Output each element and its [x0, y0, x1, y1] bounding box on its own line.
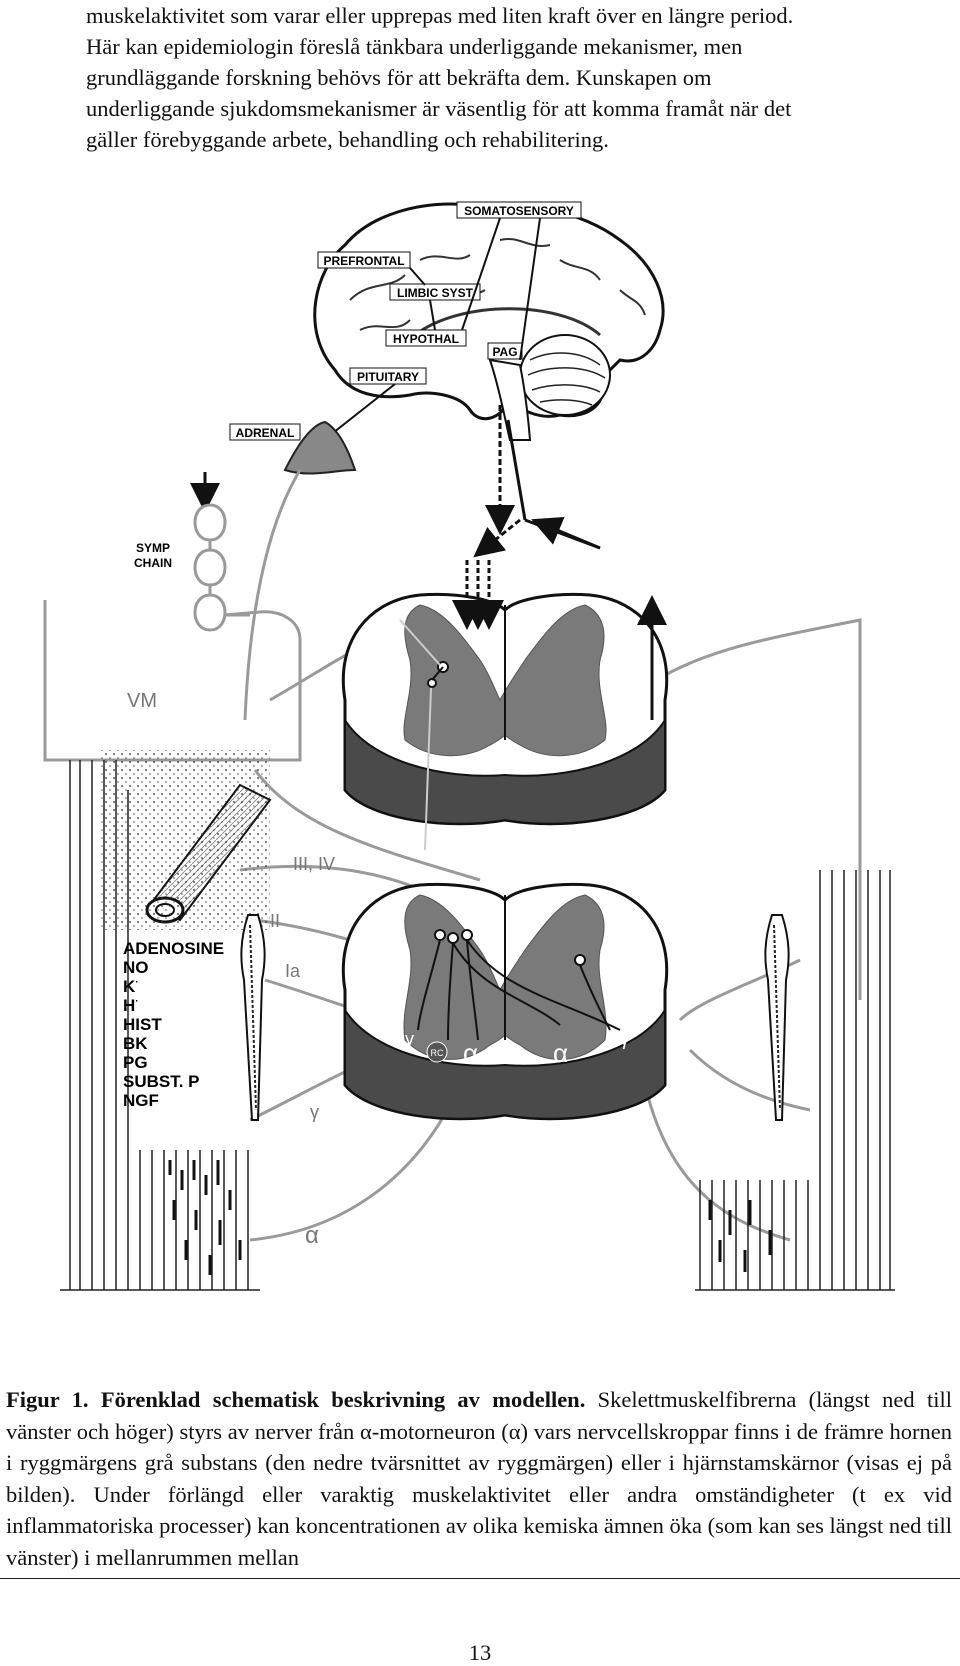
label-ia: Ia: [285, 961, 301, 981]
substance-label: NO: [123, 958, 149, 977]
caption-line: andra omständigheter (t ex vid inflammat…: [6, 1481, 953, 1539]
label-alpha-left: α: [463, 1038, 478, 1068]
label-vm: VM: [127, 690, 157, 712]
cerebellum: [519, 334, 611, 416]
substance-label: K·: [123, 977, 139, 996]
intro-line: gäller förebyggande arbete, behandling o…: [86, 127, 609, 152]
intro-line: grundläggande forskning behövs för att b…: [86, 65, 712, 90]
muscle-fibres-right: [695, 870, 895, 1291]
label-pag: PAG: [492, 345, 517, 359]
muscle-spindle-right: [764, 914, 790, 1121]
label-iii-iv: III, IV: [293, 854, 335, 874]
label-gamma-nerve: γ: [310, 1102, 319, 1122]
brain-illustration: [313, 202, 665, 441]
caption-line: hjärnstamskärnor (visas ej på bilden). U…: [6, 1450, 952, 1507]
caption-line: främre hornen i ryggmärgens grå substans…: [6, 1418, 953, 1476]
muscle-fibres-left: [60, 760, 260, 1291]
substance-label: NGF: [123, 1091, 159, 1110]
blood-vessel: [100, 750, 272, 930]
substance-label: BK: [123, 1034, 148, 1053]
muscle-spindle-left: [240, 914, 266, 1121]
label-gamma-right: γ: [620, 1029, 629, 1049]
substance-label: SUBST. P: [123, 1072, 200, 1091]
caption-line: kemiska ämnen öka (som kan ses längst ne…: [6, 1513, 952, 1570]
figure-caption: Figur 1. Förenklad schematisk beskrivnin…: [6, 1384, 952, 1573]
caption-line: Skelettmuskelfibrerna (längst ned: [585, 1387, 915, 1412]
label-alpha-right: α: [553, 1038, 568, 1068]
intro-line: Här kan epidemiologin föreslå tänkbara u…: [86, 34, 743, 59]
label-adrenal: ADRENAL: [236, 426, 295, 440]
substances-list: ADENOSINE NO K· H· HIST BK PG SUBST. P N…: [123, 939, 224, 1110]
substance-label: PG: [123, 1053, 148, 1072]
substance-label: ADENOSINE: [123, 939, 224, 958]
intro-paragraph: muskelaktivitet som varar eller upprepas…: [86, 0, 952, 155]
caption-line: till vänster och höger) styrs av nerver …: [6, 1387, 952, 1444]
label-hypothal: HYPOTHAL: [393, 332, 459, 346]
model-diagram: SOMATOSENSORY PREFRONTAL LIMBIC SYST HYP…: [43, 201, 895, 1291]
label-symp-chain: CHAIN: [134, 556, 172, 570]
label-somatosensory: SOMATOSENSORY: [464, 204, 574, 218]
caption-title: Figur 1. Förenklad schematisk beskrivnin…: [6, 1387, 586, 1412]
label-alpha-nerve: α: [305, 1222, 319, 1249]
label-ii: II: [270, 911, 280, 931]
model-figure: SOMATOSENSORY PREFRONTAL LIMBIC SYST HYP…: [0, 175, 960, 1365]
label-rc: RC: [431, 1048, 444, 1058]
intro-line: muskelaktivitet som varar eller upprepas…: [86, 3, 794, 28]
sympathetic-chain: SYMP CHAIN: [130, 472, 227, 632]
intro-line: underliggande sjukdomsmekanismer är väse…: [86, 96, 792, 121]
label-limbic: LIMBIC SYST: [397, 286, 474, 300]
spinal-cord-lower: γ α α γ RC: [341, 882, 669, 1121]
page-number: 13: [468, 1640, 492, 1665]
adrenal-gland: [283, 420, 357, 475]
label-pituitary: PITUITARY: [357, 370, 419, 384]
label-symp-chain: SYMP: [136, 541, 170, 555]
label-prefrontal: PREFRONTAL: [323, 254, 404, 268]
substance-label: HIST: [123, 1015, 162, 1034]
footer-rule: [0, 1578, 960, 1579]
substance-label: H·: [123, 996, 139, 1015]
spinal-cord-upper: [341, 592, 669, 851]
label-gamma-left: γ: [405, 1029, 414, 1049]
